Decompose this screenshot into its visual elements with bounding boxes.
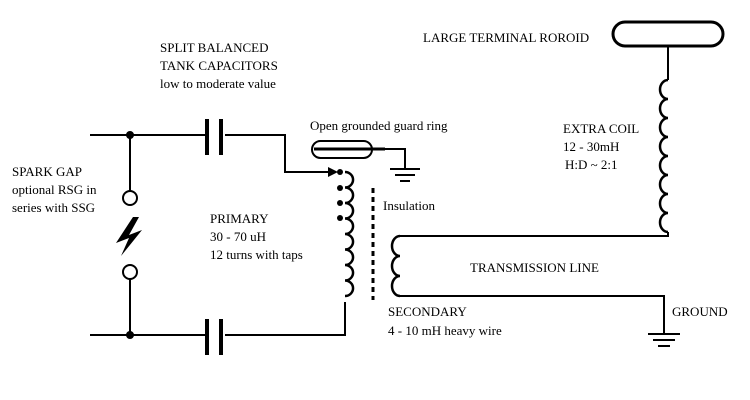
- terminal-toroid: [611, 20, 725, 48]
- primary-label: PRIMARY 30 - 70 uH 12 turns with taps: [210, 211, 303, 262]
- secondary-coil: [390, 234, 401, 298]
- bottom-cap-right-wire: [225, 302, 346, 336]
- guard-ring-ground-wire: [385, 148, 406, 169]
- bottom-tank-capacitor: [205, 319, 223, 355]
- secondary-line-2: 4 - 10 mH heavy wire: [388, 323, 502, 338]
- primary-coil: [344, 170, 355, 298]
- ground-label: GROUND: [672, 304, 728, 319]
- secondary-line-1: SECONDARY: [388, 304, 467, 319]
- spark-gap-electrode-bottom: [122, 264, 138, 280]
- guard-ring-label: Open grounded guard ring: [310, 118, 448, 133]
- split-caps-line-1: SPLIT BALANCED: [160, 40, 268, 55]
- ground-symbol-guard-ring: [390, 168, 420, 182]
- extra-coil-line-1: EXTRA COIL: [563, 121, 639, 136]
- junction-dot-bottom: [126, 331, 134, 339]
- primary-tap-dots: [337, 169, 343, 221]
- top-cap-right-wire: [225, 134, 328, 173]
- ground-symbol-right: [648, 333, 680, 347]
- extra-coil-line-3: H:D ~ 2:1: [565, 157, 618, 172]
- secondary-ground-wire: [400, 295, 665, 334]
- transmission-line-label: TRANSMISSION LINE: [470, 260, 599, 275]
- terminal-label: LARGE TERMINAL ROROID: [423, 30, 589, 45]
- junction-dot-top: [126, 131, 134, 139]
- secondary-label: SECONDARY 4 - 10 mH heavy wire: [388, 304, 502, 338]
- extra-coil: [658, 78, 669, 234]
- split-caps-label: SPLIT BALANCED TANK CAPACITORS low to mo…: [160, 40, 278, 91]
- spark-gap-line-1: SPARK GAP: [12, 164, 82, 179]
- spark-gap-line-2: optional RSG in: [12, 182, 97, 197]
- insulation-label: Insulation: [383, 198, 435, 213]
- primary-line-1: PRIMARY: [210, 211, 269, 226]
- split-caps-line-2: TANK CAPACITORS: [160, 58, 278, 73]
- extra-coil-label: EXTRA COIL 12 - 30mH H:D ~ 2:1: [563, 121, 639, 172]
- tap-arrow-head: [328, 167, 338, 177]
- spark-gap-electrode-top: [122, 190, 138, 206]
- split-caps-line-3: low to moderate value: [160, 76, 276, 91]
- extra-coil-line-2: 12 - 30mH: [563, 139, 619, 154]
- spark-bolt-icon: [116, 217, 142, 256]
- spark-gap-line-3: series with SSG: [12, 200, 95, 215]
- top-tank-capacitor: [205, 119, 223, 155]
- spark-gap-label: SPARK GAP optional RSG in series with SS…: [12, 164, 97, 215]
- transmission-line: [400, 232, 669, 237]
- primary-line-3: 12 turns with taps: [210, 247, 303, 262]
- primary-line-2: 30 - 70 uH: [210, 229, 266, 244]
